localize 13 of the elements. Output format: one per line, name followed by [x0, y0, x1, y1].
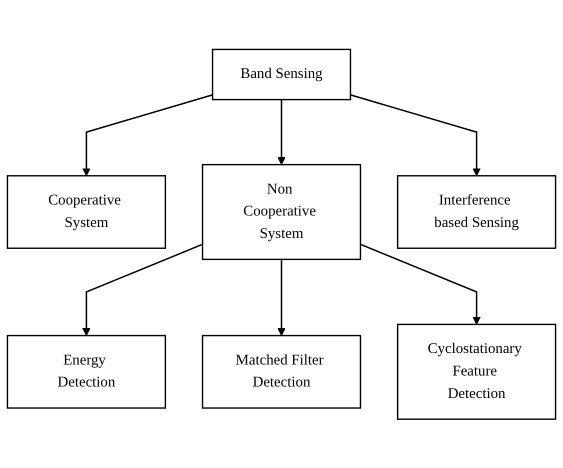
- node-box: Interference based Sensing: [396, 174, 556, 249]
- arrow: [350, 94, 481, 176]
- arrow: [82, 94, 213, 176]
- node-box: Non Cooperative System: [202, 164, 362, 260]
- node-box: Cyclostationary Feature Detection: [396, 323, 556, 420]
- node-box: Cooperative System: [6, 174, 166, 249]
- node-box: Energy Detection: [6, 334, 166, 408]
- node-box: Band Sensing: [212, 48, 352, 100]
- node-box: Matched Filter Detection: [202, 334, 362, 408]
- arrow: [277, 259, 286, 336]
- arrow: [82, 243, 203, 336]
- arrow: [360, 243, 481, 324]
- arrow: [277, 99, 286, 165]
